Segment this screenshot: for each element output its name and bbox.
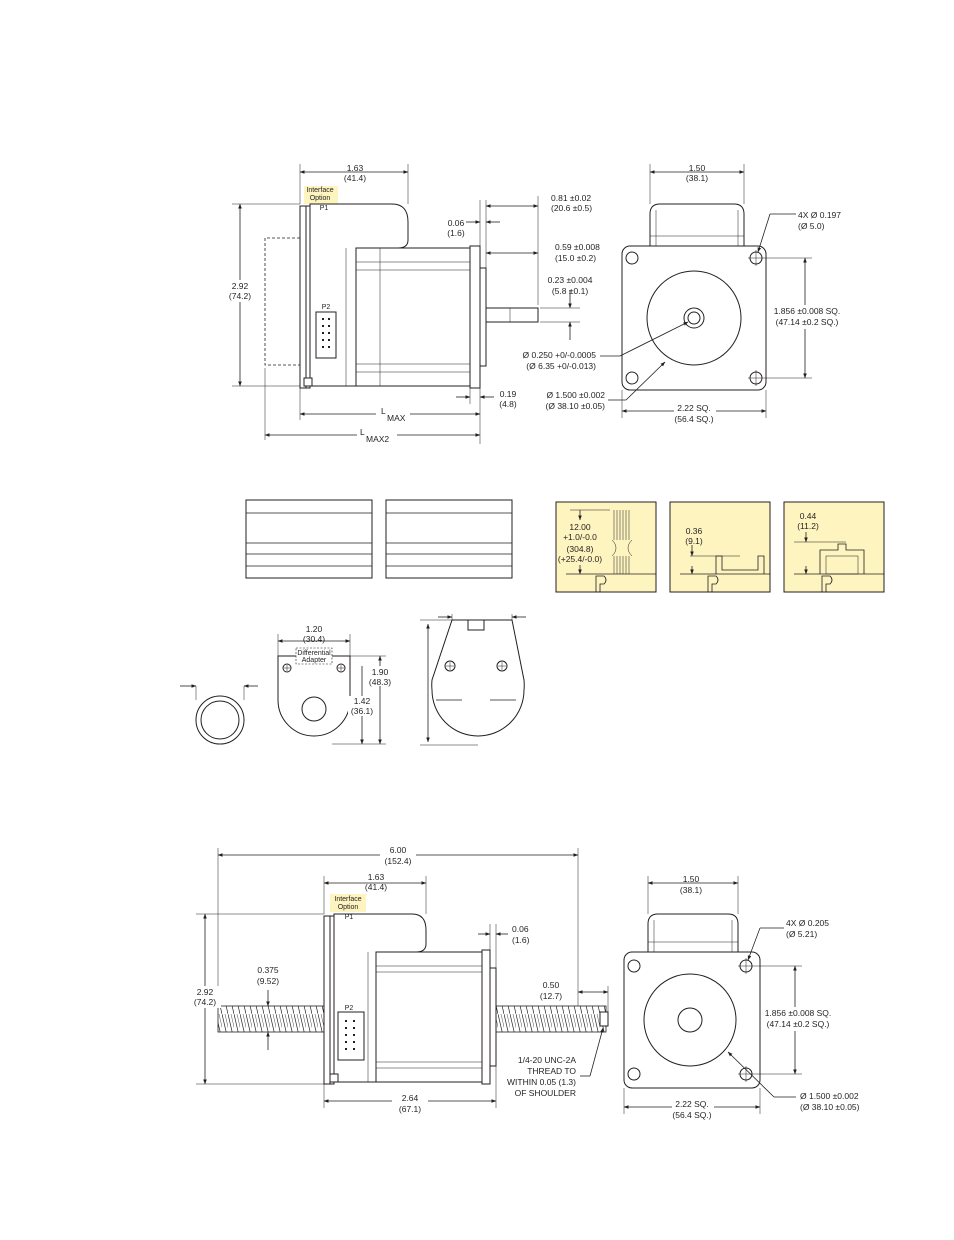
bfront-dim-holes-mm: (Ø 5.21) bbox=[786, 929, 817, 939]
thread-note-4: OF SHOULDER bbox=[515, 1088, 576, 1098]
dim-6-00-mm: (152.4) bbox=[385, 856, 412, 866]
dim-0-19: 0.19 bbox=[500, 389, 517, 399]
dim-0-19-mm: (4.8) bbox=[499, 399, 517, 409]
dim-0-59-mm: (15.0 ±0.2) bbox=[555, 253, 596, 263]
adapter-dim-h1: 1.90 bbox=[372, 667, 389, 677]
dim-6-00: 6.00 bbox=[390, 845, 407, 855]
bottom-front-view: 1.50 (38.1) 4X Ø 0.205 (Ø 5.21) 1.856 ±0… bbox=[623, 874, 860, 1123]
conn-a-dim-1: 12.00 bbox=[569, 522, 591, 532]
lead-screw-left bbox=[217, 1005, 327, 1033]
bfront-dim-square-mm: (56.4 SQ.) bbox=[672, 1110, 711, 1120]
dim-b-0-06-mm: (1.6) bbox=[512, 935, 530, 945]
adapter-views: Differential Adapter 1.20 (30.4) 1.90 (4… bbox=[180, 614, 526, 746]
dim-0-23: 0.23 ±0.004 bbox=[548, 275, 593, 285]
front-dim-square: 2.22 SQ. bbox=[677, 403, 711, 413]
adapter-label-1: Differential bbox=[297, 650, 331, 657]
adapter-dim-h1-mm: (48.3) bbox=[369, 677, 391, 687]
front-dim-holes: 4X Ø 0.197 bbox=[798, 210, 841, 220]
dim-0-59: 0.59 ±0.008 bbox=[555, 242, 600, 252]
dim-0-06-mm: (1.6) bbox=[447, 228, 465, 238]
interface-option-label-bg bbox=[304, 186, 338, 204]
conn-a-dim-4: (+25.4/-0.0) bbox=[558, 554, 602, 564]
front-dim-1-50: 1.50 bbox=[689, 163, 706, 173]
dim-2-92: 2.92 bbox=[232, 281, 249, 291]
adapter-dim-h2: 1.42 bbox=[354, 696, 371, 706]
connector-box-header bbox=[669, 501, 771, 593]
interface-label-b1: Interface bbox=[334, 896, 361, 903]
dim-0-50-mm: (12.7) bbox=[540, 991, 562, 1001]
dim-b-1-63-mm: (41.4) bbox=[365, 882, 387, 892]
interface-option-label-bg-2 bbox=[330, 894, 366, 912]
bfront-dim-holes: 4X Ø 0.205 bbox=[786, 918, 829, 928]
front-dim-square-mm: (56.4 SQ.) bbox=[674, 414, 713, 424]
connector-box-flying-leads bbox=[555, 501, 657, 593]
bfront-dim-1-50-mm: (38.1) bbox=[680, 885, 702, 895]
dim-b-1-63: 1.63 bbox=[368, 872, 385, 882]
interface-label-2: Option bbox=[310, 195, 331, 202]
front-dim-bolt-mm: (47.14 ±0.2 SQ.) bbox=[776, 317, 839, 327]
conn-c-dim: 0.44 bbox=[800, 511, 817, 521]
dim-2-64: 2.64 bbox=[402, 1093, 419, 1103]
bfront-dim-pilot: Ø 1.500 ±0.002 bbox=[800, 1091, 859, 1101]
thread-note-1: 1/4-20 UNC-2A bbox=[518, 1055, 576, 1065]
p1-label-b: P1 bbox=[345, 914, 354, 921]
p2-label: P2 bbox=[322, 304, 331, 311]
lmax-l: L bbox=[381, 406, 386, 416]
dim-0-50: 0.50 bbox=[543, 980, 560, 990]
conn-a-dim-2: +1.0/-0.0 bbox=[563, 532, 597, 542]
bfront-dim-1-50: 1.50 bbox=[683, 874, 700, 884]
interface-label-1: Interface bbox=[306, 187, 333, 194]
adapter-label-2: Adapter bbox=[302, 657, 327, 664]
top-side-view: Interface Option P1 P2 1.63 (41.4) 2.92 … bbox=[226, 163, 600, 444]
dim-shaft-dia-mm: (Ø 6.35 +0/-0.013) bbox=[526, 361, 596, 371]
conn-b-dim: 0.36 bbox=[686, 526, 703, 536]
lmax2-l: L bbox=[360, 427, 365, 437]
dim-0-375-mm: (9.52) bbox=[257, 976, 279, 986]
interface-label-b2: Option bbox=[338, 904, 359, 911]
p2-label-b: P2 bbox=[345, 1005, 354, 1012]
lead-screw-right bbox=[493, 1005, 607, 1033]
dim-b-2-92: 2.92 bbox=[197, 987, 214, 997]
dim-shaft-dia: Ø 0.250 +0/-0.0005 bbox=[523, 350, 597, 360]
dim-0-06: 0.06 bbox=[448, 218, 465, 228]
top-front-view: 1.50 (38.1) 4X Ø 0.197 (Ø 5.0) 1.856 ±0.… bbox=[523, 163, 841, 427]
thread-note-2: THREAD TO bbox=[527, 1066, 576, 1076]
dim-1-63-mm: (41.4) bbox=[344, 173, 366, 183]
adapter-dim-h2-mm: (36.1) bbox=[351, 706, 373, 716]
thread-note-3: WITHIN 0.05 (1.3) bbox=[507, 1077, 576, 1087]
conn-a-dim-3: (304.8) bbox=[567, 544, 594, 554]
cover-plate bbox=[431, 619, 525, 737]
dim-2-92-mm: (74.2) bbox=[229, 291, 251, 301]
dim-b-0-06: 0.06 bbox=[512, 924, 529, 934]
lmax-sub: MAX bbox=[387, 413, 406, 423]
p1-label: P1 bbox=[320, 205, 329, 212]
dim-2-64-mm: (67.1) bbox=[399, 1104, 421, 1114]
dim-0-81: 0.81 ±0.02 bbox=[551, 193, 591, 203]
spec-tables bbox=[245, 499, 513, 579]
bfront-dim-pilot-mm: (Ø 38.10 ±0.05) bbox=[800, 1102, 860, 1112]
connector-box-locking bbox=[783, 501, 885, 593]
dim-pilot-dia-mm: (Ø 38.10 ±0.05) bbox=[546, 401, 606, 411]
dim-b-2-92-mm: (74.2) bbox=[194, 997, 216, 1007]
dim-0-375: 0.375 bbox=[257, 965, 279, 975]
connector-boxes: 12.00 +1.0/-0.0 (304.8) (+25.4/-0.0) 0.3… bbox=[555, 501, 885, 593]
lmax2-sub: MAX2 bbox=[366, 434, 389, 444]
conn-b-dim-mm: (9.1) bbox=[685, 536, 703, 546]
dim-0-81-mm: (20.6 ±0.5) bbox=[551, 203, 592, 213]
bottom-side-view: Interface Option P1 P2 6.00 (152.4) 1.63… bbox=[189, 845, 609, 1115]
adapter-dim-width-mm: (30.4) bbox=[303, 634, 325, 644]
bfront-dim-bolt-mm: (47.14 ±0.2 SQ.) bbox=[767, 1019, 830, 1029]
bfront-dim-square: 2.22 SQ. bbox=[675, 1099, 709, 1109]
adapter-dim-width: 1.20 bbox=[306, 624, 323, 634]
bfront-dim-bolt: 1.856 ±0.008 SQ. bbox=[765, 1008, 832, 1018]
conn-c-dim-mm: (11.2) bbox=[797, 521, 819, 531]
dim-0-23-mm: (5.8 ±0.1) bbox=[552, 286, 588, 296]
front-dim-bolt: 1.856 ±0.008 SQ. bbox=[774, 306, 841, 316]
front-dim-holes-mm: (Ø 5.0) bbox=[798, 221, 825, 231]
dim-1-63: 1.63 bbox=[347, 163, 364, 173]
dim-pilot-dia: Ø 1.500 ±0.002 bbox=[546, 390, 605, 400]
front-dim-1-50-mm: (38.1) bbox=[686, 173, 708, 183]
